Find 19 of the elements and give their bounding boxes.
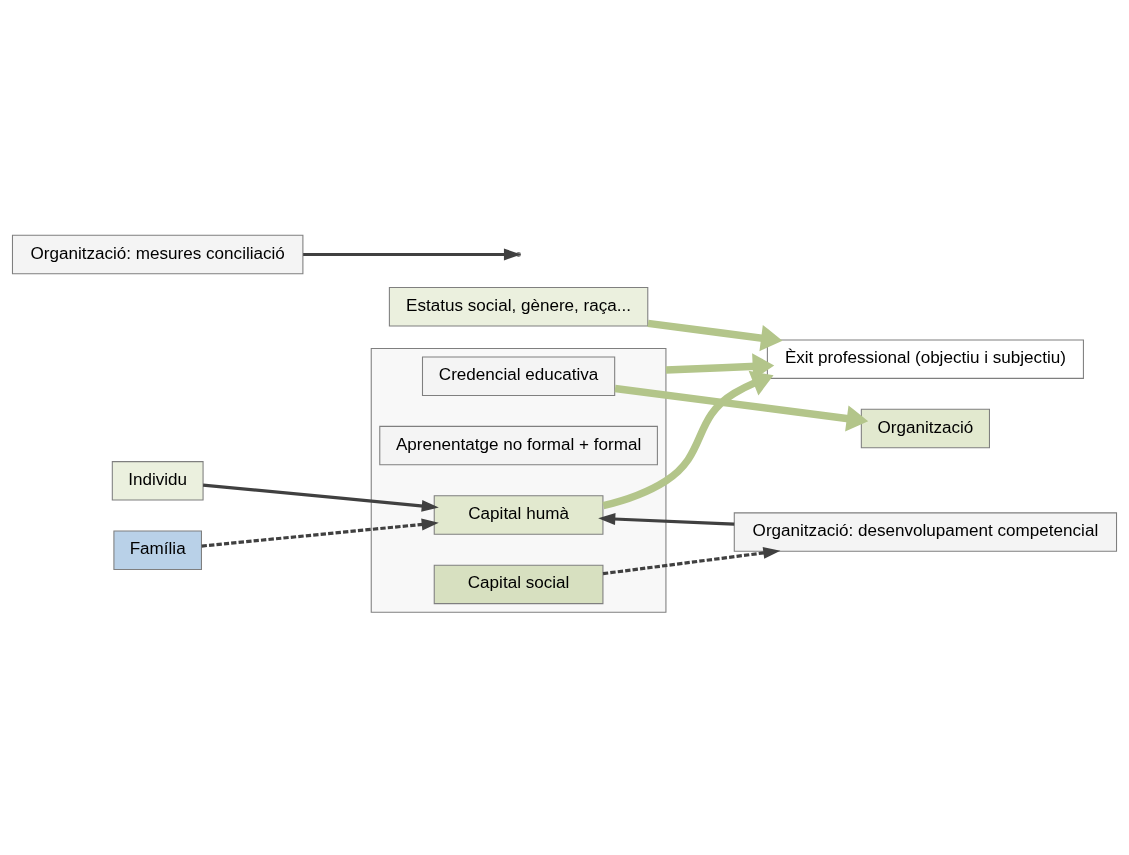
arrow — [614, 384, 869, 432]
node-box: Família — [113, 530, 202, 570]
arrow — [201, 517, 439, 548]
arrow — [647, 319, 783, 351]
node-box: Organització: desenvolupament competencial — [733, 511, 1118, 552]
node-box: Organització: mesures conciliació — [11, 234, 304, 274]
arrow — [202, 483, 439, 512]
arrow — [598, 512, 735, 526]
node-box: Capital humà — [433, 494, 604, 535]
arrow — [602, 546, 781, 575]
node-box: Capital social — [433, 564, 604, 604]
node-box: Organització — [860, 408, 990, 448]
node-box: Individu — [111, 460, 204, 501]
node-box: Estatus social, gènere, raça... — [388, 286, 649, 327]
node-box: Credencial educativa — [421, 355, 616, 396]
node-box: Èxit professional (objectiu i subjectiu) — [766, 338, 1084, 379]
arrow — [602, 370, 774, 509]
node-box: Aprenentatge no formal + formal — [379, 425, 658, 465]
cluster — [370, 347, 667, 613]
